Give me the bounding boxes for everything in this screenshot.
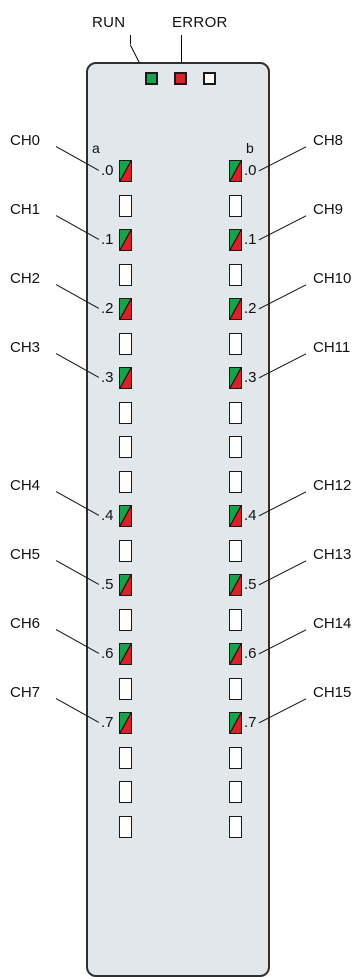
right-led-empty xyxy=(229,608,242,631)
channel-index-ch6: .6 xyxy=(101,645,114,662)
channel-label-ch6: CH6 xyxy=(10,615,41,632)
channel-led-ch10 xyxy=(229,298,242,320)
right-led-empty xyxy=(229,194,242,217)
right-led-empty xyxy=(229,815,242,838)
right-led-empty xyxy=(229,470,242,493)
right-led-empty xyxy=(229,436,242,458)
run-led xyxy=(145,72,158,85)
channel-led-ch3 xyxy=(119,367,132,389)
left-led-empty xyxy=(119,263,132,286)
error-label: ERROR xyxy=(172,14,228,31)
channel-label-ch3: CH3 xyxy=(10,339,41,356)
left-led-empty xyxy=(119,781,132,803)
left-led-empty xyxy=(119,608,132,631)
channel-label-ch0: CH0 xyxy=(10,132,41,149)
left-led-empty xyxy=(119,677,132,700)
channel-index-ch4: .4 xyxy=(101,507,114,524)
channel-label-ch9: CH9 xyxy=(313,201,344,218)
channel-index-ch8: .0 xyxy=(244,162,257,179)
channel-index-ch15: .7 xyxy=(244,714,257,731)
right-led-empty xyxy=(229,539,242,562)
left-led-empty xyxy=(119,194,132,217)
channel-index-ch12: .4 xyxy=(244,507,257,524)
channel-led-ch11 xyxy=(229,367,242,389)
right-led-empty xyxy=(229,781,242,803)
right-led-empty xyxy=(229,677,242,700)
channel-led-ch12 xyxy=(229,505,242,527)
channel-led-ch0 xyxy=(119,160,132,182)
channel-led-ch4 xyxy=(119,505,132,527)
channel-label-ch14: CH14 xyxy=(313,615,352,632)
channel-index-ch1: .1 xyxy=(101,231,114,248)
channel-label-ch15: CH15 xyxy=(313,684,352,701)
channel-led-ch1 xyxy=(119,229,132,251)
channel-index-ch7: .7 xyxy=(101,714,114,731)
right-led-empty xyxy=(229,263,242,286)
run-leader-line xyxy=(130,35,132,44)
spare-led xyxy=(203,72,216,85)
channel-led-ch9 xyxy=(229,229,242,251)
channel-label-ch10: CH10 xyxy=(313,270,352,287)
channel-label-ch1: CH1 xyxy=(10,201,41,218)
channel-label-ch2: CH2 xyxy=(10,270,41,287)
right-led-empty xyxy=(229,332,242,355)
right-led-empty xyxy=(229,401,242,424)
run-label: RUN xyxy=(92,14,126,31)
channel-label-ch5: CH5 xyxy=(10,546,41,563)
left-led-empty xyxy=(119,332,132,355)
column-b-label: b xyxy=(246,140,254,156)
channel-index-ch14: .6 xyxy=(244,645,257,662)
channel-index-ch0: .0 xyxy=(101,162,114,179)
channel-led-ch6 xyxy=(119,643,132,665)
channel-index-ch2: .2 xyxy=(101,300,114,317)
channel-label-ch7: CH7 xyxy=(10,684,41,701)
channel-index-ch5: .5 xyxy=(101,576,114,593)
error-led xyxy=(174,72,187,85)
channel-led-ch13 xyxy=(229,574,242,596)
channel-led-ch15 xyxy=(229,712,242,734)
channel-label-ch8: CH8 xyxy=(313,132,344,149)
channel-index-ch11: .3 xyxy=(244,369,257,386)
left-led-empty xyxy=(119,401,132,424)
left-led-empty xyxy=(119,746,132,769)
channel-index-ch3: .3 xyxy=(101,369,114,386)
channel-led-ch14 xyxy=(229,643,242,665)
channel-index-ch10: .2 xyxy=(244,300,257,317)
channel-led-ch5 xyxy=(119,574,132,596)
channel-led-ch7 xyxy=(119,712,132,734)
left-led-empty xyxy=(119,539,132,562)
channel-led-ch2 xyxy=(119,298,132,320)
left-led-empty xyxy=(119,815,132,838)
right-led-empty xyxy=(229,746,242,769)
io-module-housing xyxy=(86,62,270,977)
channel-label-ch11: CH11 xyxy=(313,339,351,356)
left-led-empty xyxy=(119,470,132,493)
channel-led-ch8 xyxy=(229,160,242,182)
column-a-label: a xyxy=(92,140,100,156)
channel-label-ch12: CH12 xyxy=(313,477,352,494)
channel-label-ch13: CH13 xyxy=(313,546,352,563)
channel-label-ch4: CH4 xyxy=(10,477,41,494)
channel-index-ch9: .1 xyxy=(244,231,257,248)
channel-index-ch13: .5 xyxy=(244,576,257,593)
error-leader-line xyxy=(181,35,183,71)
left-led-empty xyxy=(119,436,132,458)
